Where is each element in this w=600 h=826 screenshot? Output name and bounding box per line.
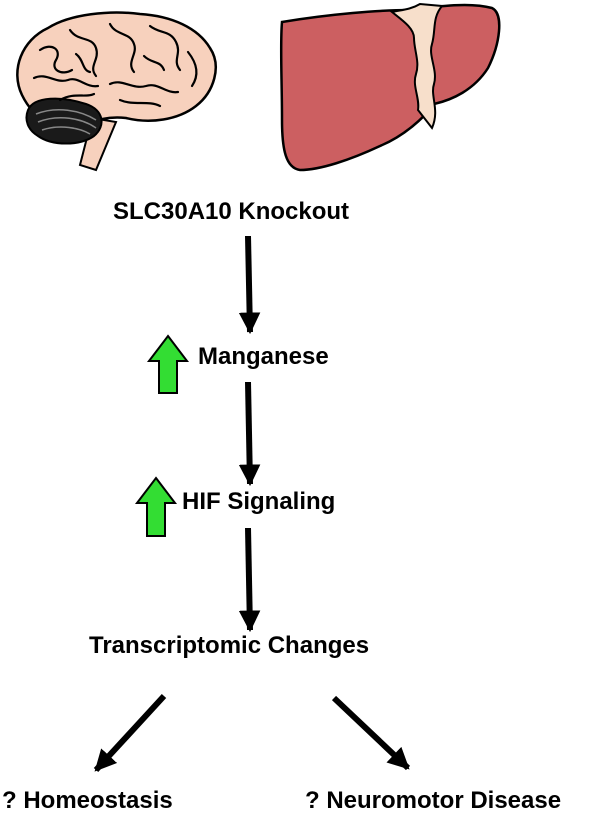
liver-icon: [279, 2, 501, 172]
arrow-transcriptomic-to-neuromotor: [331, 695, 411, 771]
arrow-knockout-to-manganese: [238, 235, 261, 335]
node-neuromotor-disease: ? Neuromotor Disease: [305, 787, 562, 814]
node-homeostasis: ? Homeostasis: [2, 787, 173, 814]
hif-increase-icon: [134, 476, 178, 537]
node-hif-signaling: HIF Signaling: [182, 488, 336, 515]
brain-icon: [16, 11, 217, 172]
arrow-hif-to-transcriptomic: [238, 527, 261, 633]
node-transcriptomic-changes: Transcriptomic Changes: [89, 632, 370, 659]
node-slc30a10-knockout: SLC30A10 Knockout: [113, 198, 350, 225]
arrow-manganese-to-hif: [238, 381, 261, 487]
flow-arrows: [93, 235, 411, 773]
manganese-increase-icon: [146, 334, 190, 394]
node-manganese: Manganese: [198, 343, 329, 370]
arrow-transcriptomic-to-homeostasis: [93, 693, 167, 773]
